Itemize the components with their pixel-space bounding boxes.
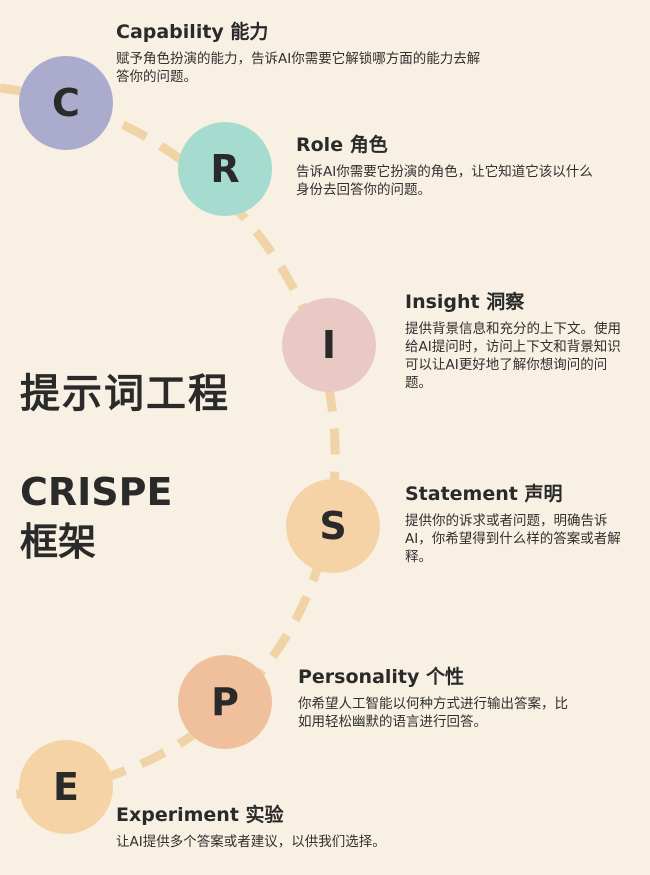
item-title: Personality 个性	[298, 666, 464, 688]
item-desc: 赋予角色扮演的能力，告诉AI你需要它解锁哪方面的能力去解答你的问题。	[116, 51, 481, 85]
node-p: P	[178, 655, 272, 749]
framework-suffix: 框架	[20, 520, 97, 564]
item-desc: 你希望人工智能以何种方式进行输出答案，比如用轻松幽默的语言进行回答。	[298, 696, 568, 730]
node-i: I	[282, 298, 376, 392]
item-insight: Insight 洞察 提供背景信息和充分的上下文。使用给AI提问时，访问上下文和…	[405, 290, 625, 392]
item-desc: 告诉AI你需要它扮演的角色，让它知道它该以什么身份去回答你的问题。	[296, 164, 593, 198]
main-title: 提示词工程	[20, 371, 230, 417]
node-s: S	[286, 479, 380, 573]
item-title: Capability 能力	[116, 21, 269, 43]
item-capability: Capability 能力 赋予角色扮演的能力，告诉AI你需要它解锁哪方面的能力…	[116, 20, 486, 86]
item-desc: 提供你的诉求或者问题，明确告诉AI，你希望得到什么样的答案或者解释。	[405, 513, 621, 565]
item-title: Experiment 实验	[116, 804, 284, 826]
item-desc: 让AI提供多个答案或者建议，以供我们选择。	[116, 834, 386, 850]
item-title: Insight 洞察	[405, 291, 525, 313]
node-c: C	[19, 56, 113, 150]
item-statement: Statement 声明 提供你的诉求或者问题，明确告诉AI，你希望得到什么样的…	[405, 482, 627, 566]
item-personality: Personality 个性 你希望人工智能以何种方式进行输出答案，比如用轻松幽…	[298, 665, 568, 731]
item-role: Role 角色 告诉AI你需要它扮演的角色，让它知道它该以什么身份去回答你的问题…	[296, 133, 596, 199]
item-desc: 提供背景信息和充分的上下文。使用给AI提问时，访问上下文和背景知识可以让AI更好…	[405, 321, 621, 391]
item-title: Role 角色	[296, 134, 388, 156]
item-experiment: Experiment 实验 让AI提供多个答案或者建议，以供我们选择。	[116, 803, 516, 851]
item-title: Statement 声明	[405, 483, 563, 505]
framework-name: CRISPE	[20, 470, 173, 514]
node-r: R	[178, 122, 272, 216]
node-e: E	[19, 740, 113, 834]
